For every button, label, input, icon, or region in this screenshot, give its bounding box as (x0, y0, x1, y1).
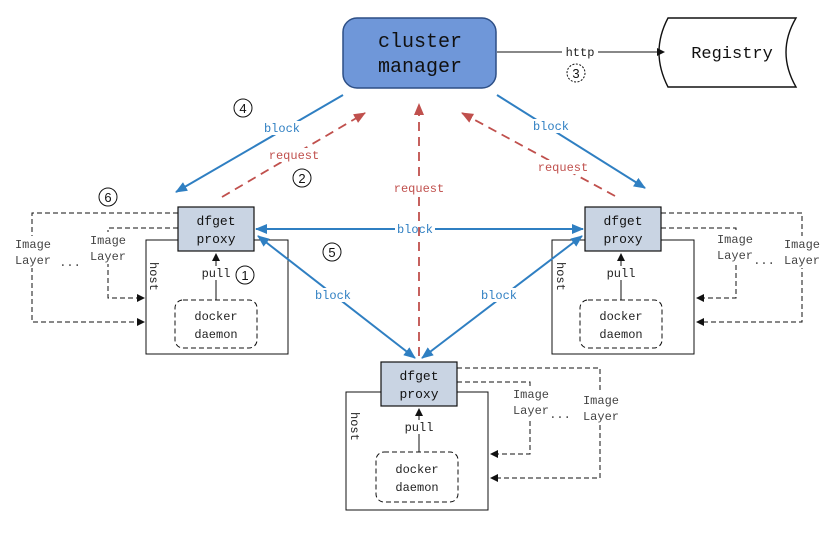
right-inner-layer-line2: Layer (717, 249, 753, 263)
cluster-manager-title-line1: cluster (378, 31, 462, 54)
bottom-outer-layer-line2: Layer (583, 410, 619, 424)
block-label-left: block (264, 122, 300, 136)
right-pull-label: pull (607, 267, 636, 281)
left-host-label: host (146, 262, 160, 291)
left-layer-ellipsis: ... (59, 256, 81, 270)
request-label-left: request (269, 149, 319, 163)
left-proxy-line2: proxy (196, 232, 235, 247)
bottom-inner-layer-line2: Layer (513, 404, 549, 418)
request-label-right: request (538, 161, 588, 175)
step-2-label: 2 (298, 171, 305, 186)
block-label-bottom-right: block (481, 289, 517, 303)
bottom-pull-label: pull (405, 421, 434, 435)
right-outer-layer-line2: Layer (784, 254, 820, 268)
step-4-label: 4 (239, 101, 246, 116)
bottom-proxy-line1: dfget (399, 369, 438, 384)
step-1-label: 1 (241, 268, 248, 283)
step-5-label: 5 (328, 245, 335, 260)
bottom-outer-layer-line1: Image (583, 394, 619, 408)
right-proxy-line2: proxy (603, 232, 642, 247)
left-outer-layer-line2: Layer (15, 254, 51, 268)
left-inner-layer-line2: Layer (90, 250, 126, 264)
right-daemon-line1: docker (599, 310, 642, 324)
bottom-dfget-proxy (380, 361, 458, 407)
left-outer-layer-line1: Image (15, 238, 51, 252)
registry-node: Registry (658, 17, 798, 88)
block-label-right: block (533, 120, 569, 134)
left-pull-label: pull (202, 267, 231, 281)
left-daemon-line2: daemon (194, 328, 237, 342)
left-inner-layer-line1: Image (90, 234, 126, 248)
block-label-bottom-left: block (315, 289, 351, 303)
bottom-inner-layer-line1: Image (513, 388, 549, 402)
right-inner-layer-line1: Image (717, 233, 753, 247)
left-proxy-line1: dfget (196, 214, 235, 229)
right-dfget-proxy (584, 206, 662, 252)
http-connection: http 3 (497, 44, 665, 83)
http-label: http (566, 46, 595, 60)
registry-label: Registry (691, 45, 773, 64)
bottom-daemon-line1: docker (395, 463, 438, 477)
step-6-label: 6 (104, 190, 111, 205)
bottom-daemon-line2: daemon (395, 481, 438, 495)
cluster-manager-title-line2: manager (378, 56, 462, 79)
step-3-label: 3 (572, 66, 579, 81)
right-layer-ellipsis: ... (753, 254, 775, 268)
bottom-host: host dfget proxy docker daemon pull (345, 361, 489, 511)
bottom-host-label: host (347, 412, 361, 441)
bottom-layer-ellipsis: ... (549, 408, 571, 422)
bottom-proxy-line2: proxy (399, 387, 438, 402)
request-label-center: request (394, 182, 444, 196)
cluster-manager-node: cluster manager (342, 17, 497, 89)
right-host-label: host (553, 262, 567, 291)
left-dfget-proxy (177, 206, 255, 252)
left-daemon-line1: docker (194, 310, 237, 324)
block-label-center: block (397, 223, 433, 237)
bottom-docker-daemon (375, 451, 459, 503)
right-daemon-line2: daemon (599, 328, 642, 342)
right-proxy-line1: dfget (603, 214, 642, 229)
right-outer-layer-line1: Image (784, 238, 820, 252)
